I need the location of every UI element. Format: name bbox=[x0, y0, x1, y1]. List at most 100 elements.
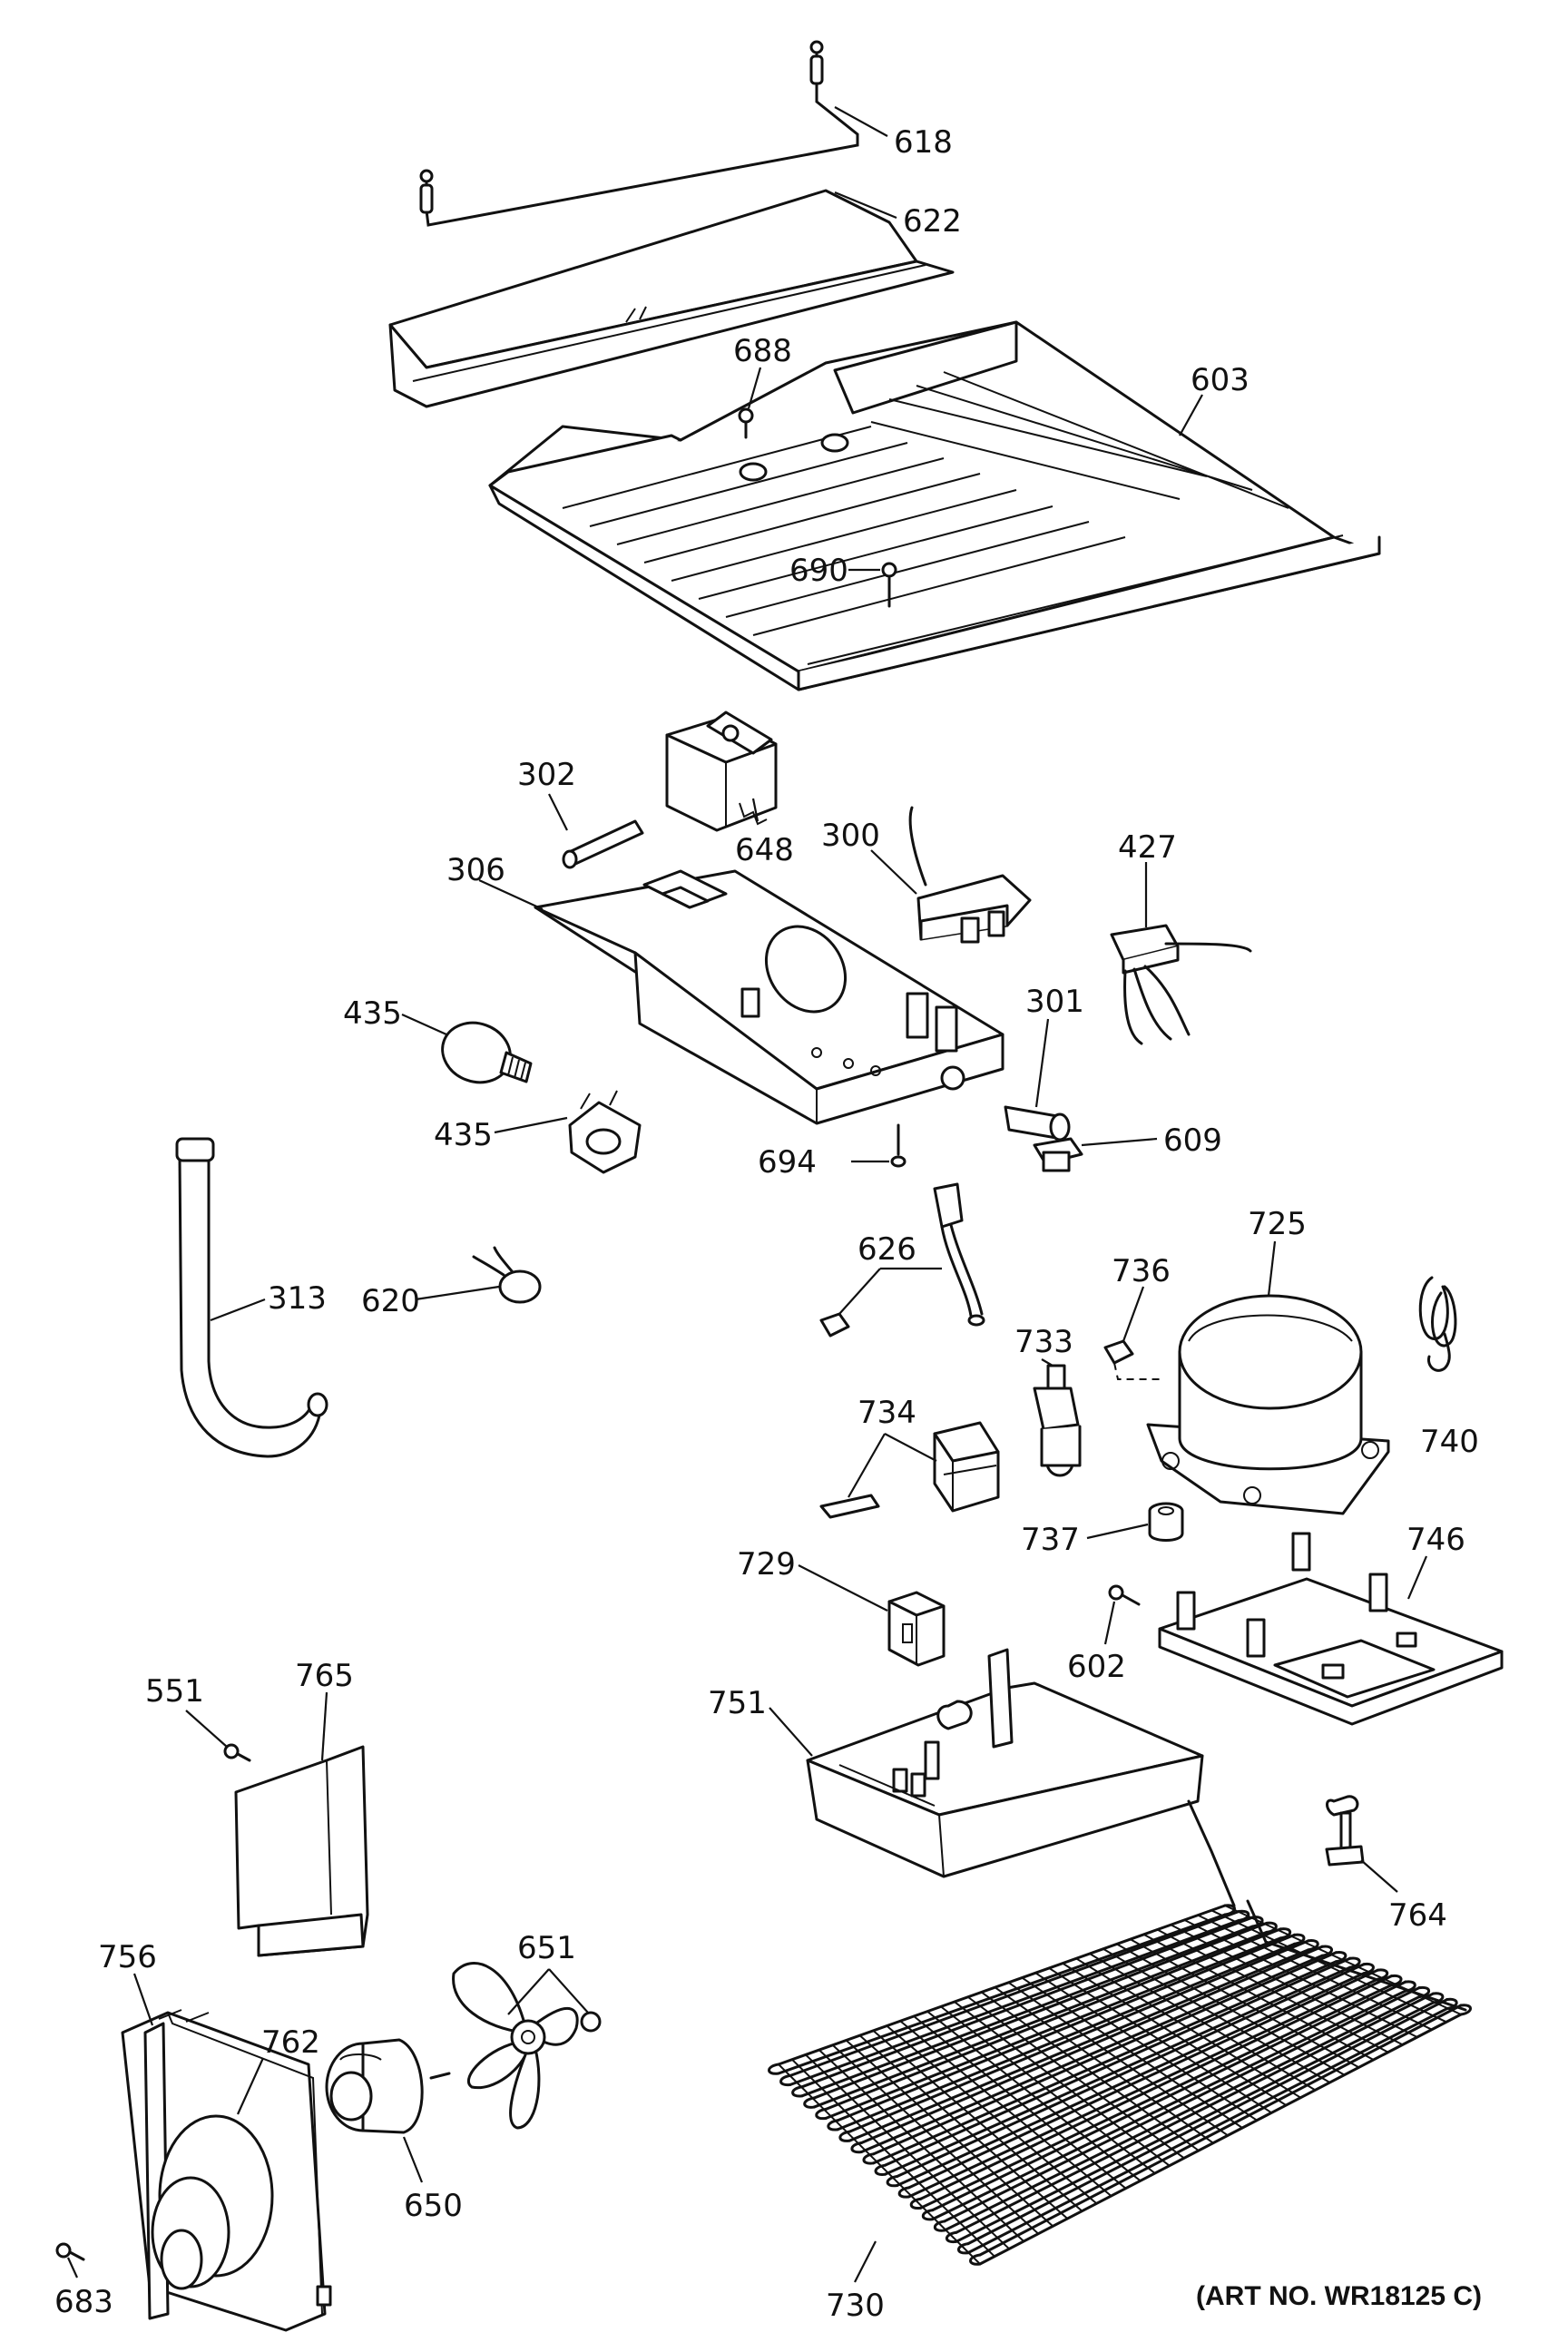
part-620-capacitor bbox=[472, 1246, 542, 1304]
leader-302 bbox=[548, 793, 568, 831]
leader-725 bbox=[1267, 1240, 1277, 1297]
leader-618 bbox=[834, 106, 888, 137]
part-751-drain-pan bbox=[806, 1648, 1204, 1878]
part-650-fan-motor bbox=[325, 2038, 451, 2134]
label-435b: 435 bbox=[434, 1117, 493, 1153]
label-313: 313 bbox=[268, 1280, 327, 1317]
label-733: 733 bbox=[1014, 1324, 1073, 1360]
label-690: 690 bbox=[789, 553, 848, 589]
label-734: 734 bbox=[858, 1395, 916, 1431]
label-756: 756 bbox=[98, 1939, 157, 1975]
leader-622 bbox=[834, 191, 897, 220]
leader-764 bbox=[1360, 1859, 1398, 1893]
label-737: 737 bbox=[1021, 1522, 1080, 1558]
leader-306 bbox=[478, 878, 544, 911]
label-688: 688 bbox=[733, 333, 792, 369]
part-302-knob bbox=[562, 819, 644, 869]
leader-688 bbox=[747, 367, 762, 409]
leader-733 bbox=[1041, 1358, 1054, 1367]
part-609-switch bbox=[1033, 1137, 1083, 1172]
part-648-timer bbox=[665, 710, 778, 832]
label-725: 725 bbox=[1248, 1206, 1307, 1242]
leader-729 bbox=[798, 1564, 888, 1612]
leader-756 bbox=[132, 1973, 154, 2026]
part-603-shelf bbox=[488, 320, 1381, 691]
leader-737 bbox=[1086, 1523, 1149, 1540]
leader-lines bbox=[66, 106, 1428, 2283]
part-694-screw bbox=[890, 1123, 906, 1168]
label-764: 764 bbox=[1388, 1897, 1447, 1934]
label-729: 729 bbox=[737, 1546, 796, 1583]
part-651-fan-blade bbox=[452, 1962, 602, 2130]
leader-602 bbox=[1103, 1601, 1116, 1645]
leader-746 bbox=[1406, 1555, 1428, 1600]
label-694: 694 bbox=[758, 1144, 817, 1181]
leader-734b bbox=[848, 1433, 886, 1498]
part-729-relay-cover bbox=[887, 1591, 946, 1667]
part-737-grommet bbox=[1148, 1502, 1184, 1542]
part-301-shaft bbox=[1004, 1105, 1071, 1142]
label-736: 736 bbox=[1112, 1253, 1171, 1289]
leader-301 bbox=[1034, 1018, 1050, 1108]
part-435-light-bulb bbox=[441, 1021, 533, 1084]
label-302: 302 bbox=[517, 757, 576, 793]
part-725-compressor bbox=[1146, 1294, 1390, 1515]
part-765-cover bbox=[234, 1745, 369, 1957]
part-427-terminal-block bbox=[1110, 924, 1252, 1045]
label-683: 683 bbox=[54, 2284, 113, 2320]
leader-651b bbox=[548, 1968, 589, 2014]
part-313-drain-tube bbox=[175, 1137, 328, 1458]
part-labels: 618 622 688 603 690 302 648 306 300 427 … bbox=[54, 124, 1479, 2324]
leader-620 bbox=[415, 1285, 500, 1301]
label-618: 618 bbox=[894, 124, 953, 161]
leader-683 bbox=[66, 2257, 79, 2278]
leader-762 bbox=[236, 2057, 265, 2115]
part-764-clip bbox=[1325, 1795, 1365, 1867]
leader-313 bbox=[210, 1298, 266, 1322]
label-609: 609 bbox=[1163, 1122, 1222, 1159]
part-435-socket bbox=[568, 1090, 642, 1174]
part-746-base-plate bbox=[1158, 1532, 1504, 1726]
part-618-heater-wire bbox=[419, 40, 859, 227]
label-551: 551 bbox=[145, 1673, 204, 1710]
label-300: 300 bbox=[821, 818, 880, 854]
leader-751 bbox=[769, 1707, 813, 1757]
label-746: 746 bbox=[1406, 1522, 1465, 1558]
part-602-screw bbox=[1108, 1584, 1141, 1606]
leader-765 bbox=[320, 1691, 328, 1761]
label-602: 602 bbox=[1067, 1649, 1126, 1685]
part-730-condenser bbox=[768, 1799, 1472, 2266]
label-435a: 435 bbox=[343, 995, 402, 1032]
leader-648 bbox=[751, 798, 760, 822]
part-756-shroud bbox=[121, 2009, 332, 2332]
part-736-clip bbox=[1103, 1339, 1161, 1380]
part-626-power-cord bbox=[819, 1182, 985, 1338]
part-688-screw bbox=[738, 407, 754, 439]
leader-603 bbox=[1179, 394, 1203, 436]
leader-300 bbox=[870, 849, 917, 895]
label-626: 626 bbox=[858, 1231, 916, 1268]
part-733-overload bbox=[1033, 1364, 1082, 1477]
label-427: 427 bbox=[1118, 829, 1177, 866]
part-734-relay bbox=[819, 1421, 1000, 1519]
label-730: 730 bbox=[826, 2288, 885, 2324]
label-620: 620 bbox=[361, 1283, 420, 1319]
part-306-control-housing bbox=[534, 869, 1004, 1125]
part-622-trough bbox=[388, 189, 955, 408]
label-301: 301 bbox=[1025, 984, 1084, 1020]
label-751: 751 bbox=[708, 1685, 767, 1721]
part-683-screw bbox=[55, 2242, 85, 2261]
leader-551 bbox=[185, 1710, 228, 1748]
label-762: 762 bbox=[261, 2024, 320, 2061]
part-551-screw bbox=[223, 1743, 251, 1762]
leader-435b bbox=[494, 1116, 568, 1134]
label-306: 306 bbox=[446, 852, 505, 888]
leader-734a bbox=[884, 1433, 937, 1462]
label-648: 648 bbox=[735, 832, 794, 868]
label-765: 765 bbox=[295, 1658, 354, 1694]
leader-609 bbox=[1081, 1137, 1158, 1147]
part-740-spring bbox=[1418, 1276, 1457, 1372]
label-622: 622 bbox=[903, 203, 962, 240]
part-300-thermostat bbox=[908, 806, 1032, 944]
